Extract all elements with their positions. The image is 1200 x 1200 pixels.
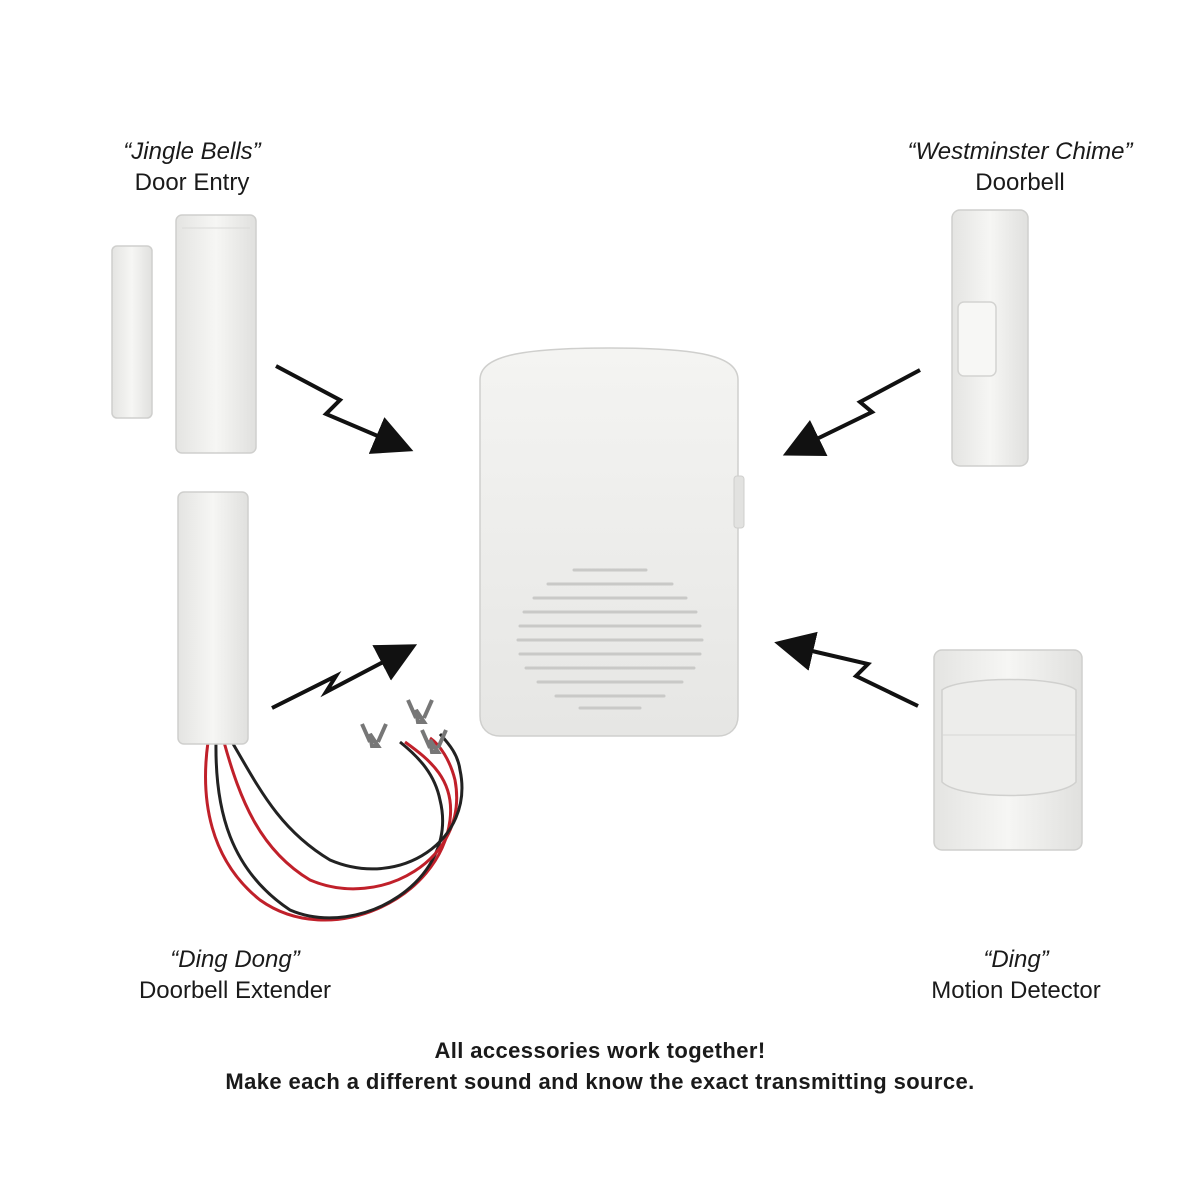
doorbell-song: “Westminster Chime” [907, 138, 1133, 165]
motion-detector-label: “Ding” Motion Detector [906, 944, 1126, 1006]
speaker-grille [516, 568, 704, 710]
door-entry-song: “Jingle Bells” [123, 138, 261, 165]
doorbell-label: “Westminster Chime” Doorbell [860, 136, 1180, 198]
motion-detector [933, 649, 1083, 851]
signal-arrow-doorbell [782, 368, 921, 456]
doorbell-push-button [957, 301, 997, 377]
chime-receiver [479, 347, 745, 737]
motion-detector-song: “Ding” [983, 946, 1049, 973]
signal-arrow-motion-detector [774, 631, 919, 708]
motion-detector-name: Motion Detector [931, 977, 1101, 1004]
door-entry-name: Door Entry [134, 169, 250, 196]
door-entry-magnet [111, 245, 153, 419]
signal-arrow-door-entry [275, 364, 414, 454]
doorbell-name: Doorbell [975, 169, 1065, 196]
door-entry-label: “Jingle Bells” Door Entry [92, 136, 292, 198]
signal-arrow-doorbell-extender [271, 644, 418, 710]
footer-line-2: Make each a different sound and know the… [225, 1069, 975, 1094]
doorbell-extender-song: “Ding Dong” [170, 946, 300, 973]
footer-line-1: All accessories work together! [434, 1038, 766, 1063]
door-entry-transmitter [175, 214, 257, 454]
doorbell-extender-label: “Ding Dong” Doorbell Extender [115, 944, 355, 1006]
door-entry-sensor [111, 214, 257, 454]
extender-wires [204, 740, 453, 922]
doorbell-extender-name: Doorbell Extender [138, 977, 332, 1004]
doorbell-transmitter [951, 209, 1029, 467]
chime-side-button [733, 475, 745, 529]
doorbell-extender-transmitter [177, 491, 464, 922]
